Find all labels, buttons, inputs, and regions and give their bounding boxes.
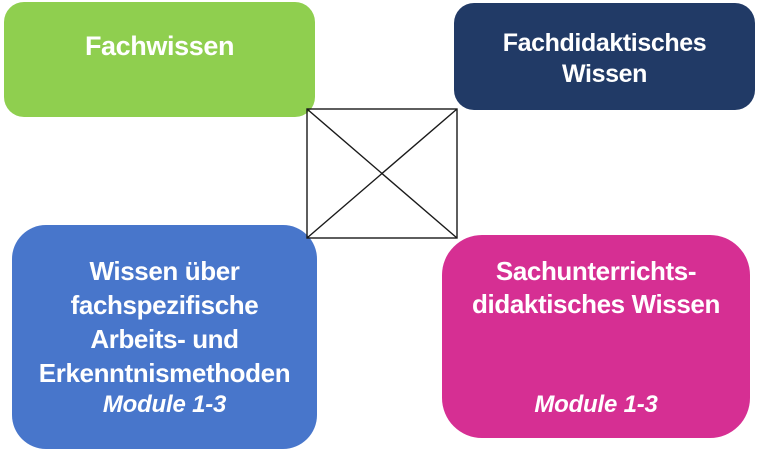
- box-sachunterrichtsdidaktisches-wissen-module-label: Module 1-3: [534, 391, 658, 418]
- box-sachunterrichtsdidaktisches-wissen-line2: didaktisches Wissen: [472, 289, 720, 319]
- connector-rectangle: [306, 108, 458, 239]
- box-arbeits-erkenntnismethoden: Wissen über fachspezifische Arbeits- und…: [12, 225, 317, 449]
- box-fachdidaktisches-wissen-line1: Fachdidaktisches: [502, 29, 707, 57]
- connector-diagonal-1: [306, 108, 458, 239]
- box-arbeits-erkenntnismethoden-line1: Wissen über: [89, 256, 240, 286]
- box-sachunterrichtsdidaktisches-wissen: Sachunterrichts- didaktisches Wissen Mod…: [442, 235, 750, 438]
- box-arbeits-erkenntnismethoden-line3: Arbeits- und: [90, 324, 239, 354]
- box-arbeits-erkenntnismethoden-module-label: Module 1-3: [102, 391, 227, 418]
- box-sachunterrichtsdidaktisches-wissen-line1: Sachunterrichts-: [495, 256, 697, 286]
- box-arbeits-erkenntnismethoden-line2: fachspezifische: [70, 290, 259, 320]
- box-arbeits-erkenntnismethoden-line4: Erkenntnismethoden: [38, 358, 291, 388]
- connector-diagonal-2: [306, 108, 458, 239]
- box-fachdidaktisches-wissen-line2: Wissen: [562, 60, 647, 88]
- box-fachwissen: Fachwissen: [4, 2, 315, 117]
- box-fachwissen-label: Fachwissen: [84, 31, 235, 61]
- box-fachdidaktisches-wissen: Fachdidaktisches Wissen: [454, 3, 755, 110]
